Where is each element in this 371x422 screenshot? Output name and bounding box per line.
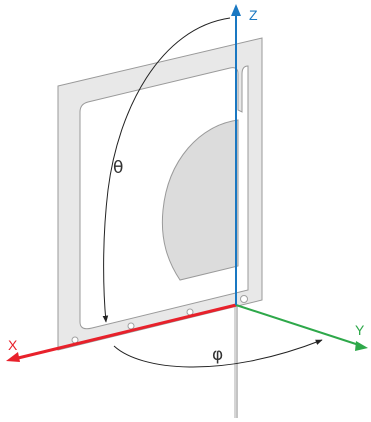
sample-plate: [57, 37, 263, 351]
theta-label: θ: [113, 158, 123, 178]
theta-arc: [102, 17, 231, 323]
mount-hole: [127, 322, 135, 330]
y-axis-label: Y: [355, 322, 365, 338]
sample-disc: [161, 119, 239, 281]
plate-frame: [57, 37, 263, 351]
mount-hole: [71, 336, 79, 344]
phi-angle: φ: [113, 339, 323, 368]
x-axis: X: [6, 303, 237, 362]
theta-angle: θ: [102, 17, 231, 323]
mount-hole: [240, 295, 248, 303]
y-axis: Y: [235, 304, 368, 351]
z-axis: Z: [231, 4, 258, 305]
phi-label: φ: [212, 345, 223, 365]
mount-hole: [186, 308, 194, 316]
phi-arc: [113, 339, 323, 368]
x-axis-label: X: [8, 337, 18, 353]
z-axis-label: Z: [249, 7, 258, 23]
